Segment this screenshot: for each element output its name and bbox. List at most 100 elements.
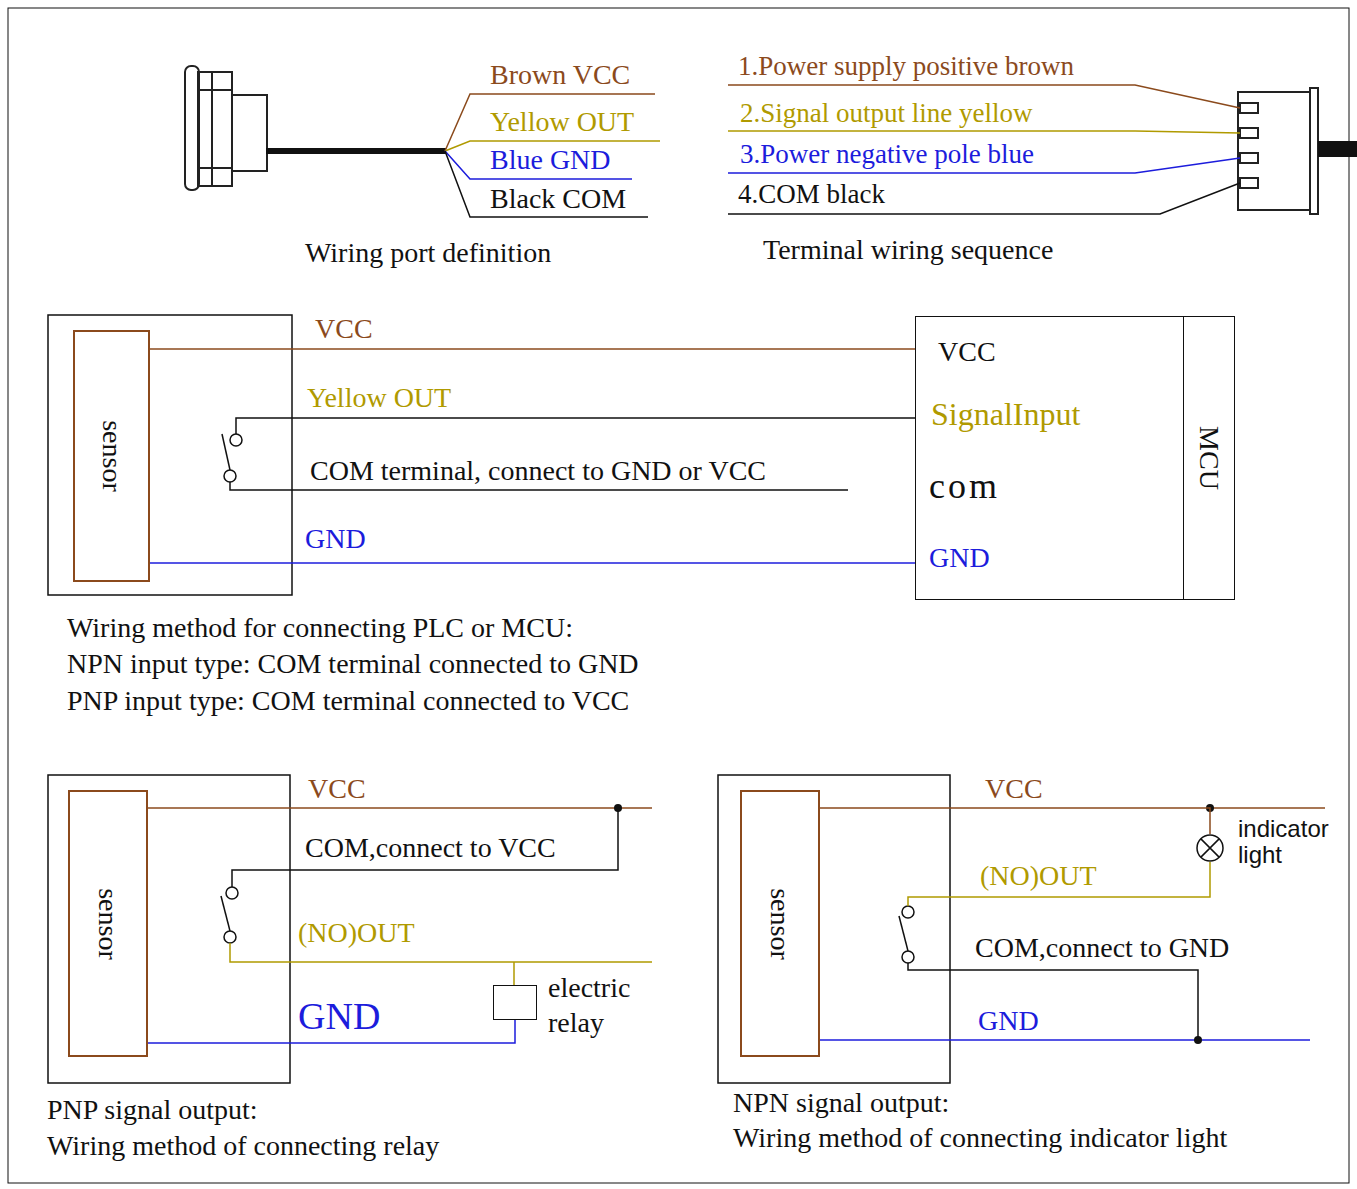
- terminal-connector: [1238, 92, 1312, 210]
- wire-label: Wiring method of connecting indicator li…: [733, 1123, 1227, 1154]
- switch-symbol: [226, 887, 238, 899]
- wire-label: NPN input type: COM terminal connected t…: [67, 649, 639, 680]
- lamp-circle: [1197, 835, 1223, 861]
- switch-symbol: [230, 434, 242, 446]
- wire-label: Brown VCC: [490, 60, 630, 91]
- wire-label: Yellow OUT: [307, 383, 451, 414]
- junction-dot: [614, 804, 622, 812]
- sensor-housing: [718, 775, 950, 1083]
- wire-label: (NO)OUT: [980, 861, 1097, 892]
- power-wire: [820, 808, 1210, 834]
- indicator-lamp: indicator light: [1196, 816, 1357, 869]
- node-label: indicator light: [1238, 816, 1354, 869]
- wire-label: PNP input type: COM terminal connected t…: [67, 686, 629, 717]
- terminal-connector: [1240, 103, 1258, 113]
- switch-symbol: [899, 916, 908, 951]
- pin-name: com: [929, 467, 1000, 507]
- signal-wire: [908, 862, 1210, 906]
- junction-dot: [614, 804, 1214, 1044]
- terminal-connector: [1240, 128, 1258, 138]
- cable: [266, 148, 446, 154]
- terminal-connector: [1238, 88, 1318, 214]
- wire-label: Yellow OUT: [490, 107, 634, 138]
- node-label: sensor: [765, 888, 796, 960]
- switch-symbol: [902, 906, 914, 918]
- node-label: sensor: [93, 888, 124, 960]
- page-frame: [8, 8, 1349, 1183]
- sensor-box: sensor: [73, 330, 150, 582]
- wire-label: 2.Signal output line yellow: [740, 99, 1032, 129]
- sensor-housing: [48, 315, 292, 595]
- wire-label: PNP signal output:: [47, 1095, 258, 1126]
- signal-wire: [513, 962, 515, 985]
- wire-label: 4.COM black: [738, 180, 885, 210]
- switch-symbol: [224, 931, 236, 943]
- terminal-connector: [1310, 88, 1318, 214]
- sensor-illustration: [211, 72, 213, 186]
- mcu-box: VCC SignalInput comGND MCU: [915, 316, 1235, 600]
- switch-symbol: [222, 434, 230, 470]
- sensor-illustration: [232, 95, 267, 171]
- sensor-illustration: [198, 72, 232, 186]
- node-label: MCU: [1194, 426, 1225, 490]
- lamp-cross: [1201, 839, 1219, 857]
- relay-symbol: electric relay: [493, 970, 662, 1040]
- terminal-connector: [1240, 153, 1258, 163]
- wire-label: GND: [298, 996, 380, 1038]
- sensor-illustration: [185, 66, 199, 190]
- wire-label: Wiring port definition: [305, 238, 551, 269]
- wire-label: NPN signal output:: [733, 1088, 949, 1119]
- power-wire: [150, 348, 915, 350]
- lead-wire: [445, 94, 655, 151]
- sensor-illustration: [198, 89, 232, 91]
- wire-label: GND: [305, 524, 366, 555]
- sensor-housing: [48, 315, 950, 1083]
- wire-label: COM,connect to VCC: [305, 833, 556, 864]
- pin-name: SignalInput: [931, 397, 1080, 432]
- wire-label: VCC: [315, 314, 373, 345]
- signal-wire: [236, 418, 915, 434]
- power-wire: [150, 562, 915, 564]
- switch-symbol: [224, 470, 236, 482]
- sensor-illustration: [185, 66, 267, 190]
- wire-label: Wiring method for connecting PLC or MCU:: [67, 613, 573, 644]
- sensor-box: sensor: [740, 790, 820, 1057]
- wire-label: GND: [978, 1006, 1039, 1037]
- signal-wire: [230, 943, 652, 962]
- sensor-housing: [48, 775, 290, 1083]
- signal-wire: [148, 807, 652, 809]
- node-label: sensor: [96, 420, 127, 492]
- wire-label: 3.Power negative pole blue: [740, 140, 1034, 170]
- switch-symbol: [902, 951, 914, 963]
- mcu-band: MCU: [1183, 317, 1235, 599]
- cable: [1318, 141, 1357, 157]
- wire-label: (NO)OUT: [298, 918, 415, 949]
- signal-wire: [1210, 807, 1325, 809]
- junction-dot: [1194, 1036, 1202, 1044]
- terminal-connector: [1240, 178, 1258, 188]
- lamp-symbol: [1196, 834, 1224, 862]
- sensor-box: sensor: [68, 790, 148, 1057]
- wire-label: Wiring method of connecting relay: [47, 1131, 439, 1162]
- wire-label: VCC: [308, 774, 366, 805]
- sensor-illustration: [198, 167, 232, 169]
- lead-wire: [445, 94, 660, 217]
- wire-label: Black COM: [490, 184, 626, 215]
- relay-coil-box: [493, 985, 537, 1020]
- lead-wire: [728, 131, 1240, 133]
- wire-label: Blue GND: [490, 145, 611, 176]
- switch-symbol: [221, 896, 230, 931]
- wire-label: COM terminal, connect to GND or VCC: [310, 456, 766, 487]
- signal-wire: [908, 963, 1198, 1040]
- wire-label: 1.Power supply positive brown: [738, 52, 1074, 82]
- signal-wire: [820, 1039, 1310, 1041]
- node-label: electric relay: [548, 970, 658, 1040]
- pin-name: VCC: [938, 337, 996, 368]
- wire-label: Terminal wiring sequence: [763, 235, 1053, 266]
- pin-name: GND: [929, 543, 990, 574]
- lead-wire: [728, 85, 1240, 214]
- wire-label: VCC: [985, 774, 1043, 805]
- wire-label: COM,connect to GND: [975, 933, 1229, 964]
- signal-wire: [232, 808, 618, 887]
